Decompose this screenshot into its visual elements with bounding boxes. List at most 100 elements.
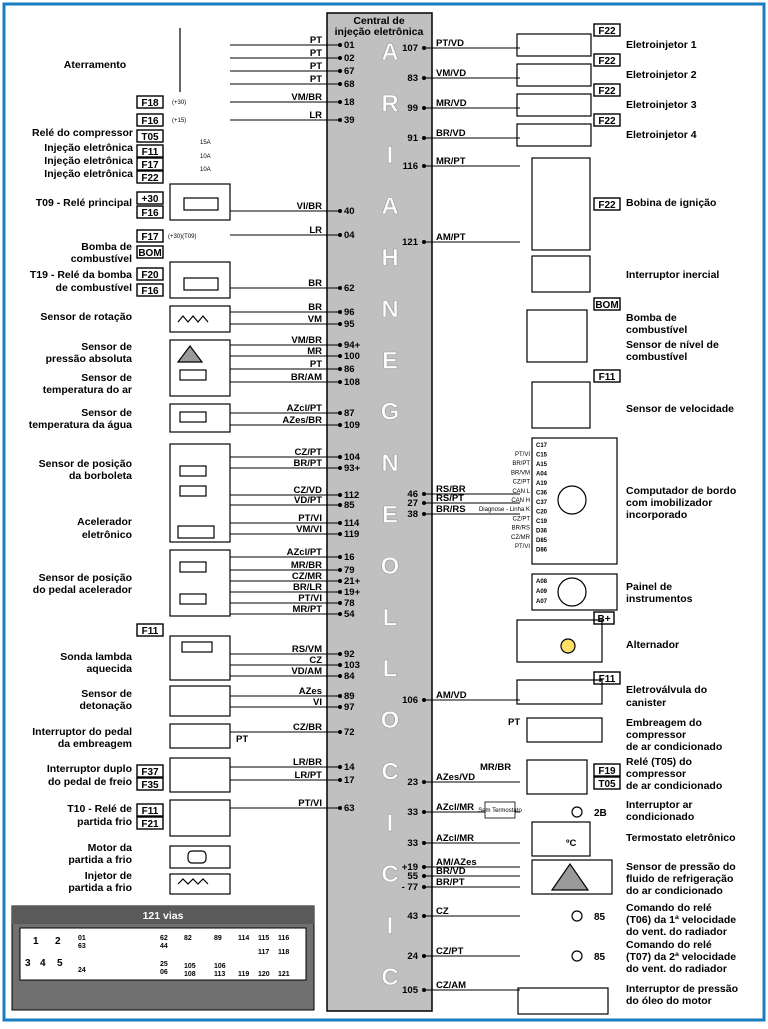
fuse-tag: [136, 803, 164, 817]
label-bomba-r-1: Bomba de: [626, 312, 677, 324]
wire-color: AZes: [299, 686, 322, 697]
pin-number: 87: [344, 408, 355, 419]
pin-number: 92: [344, 649, 355, 660]
sensor-pedal: [169, 549, 231, 617]
pin-number: 108: [344, 377, 360, 388]
connector-pin: 2: [55, 936, 61, 947]
relay-t05-box: [526, 759, 588, 795]
label-computador-3: incorporado: [626, 509, 687, 521]
computer-wire: CZ/PT: [513, 480, 531, 486]
band-letter: A: [381, 39, 398, 66]
pin-number: 55: [407, 871, 418, 882]
connector-row-number: 120: [258, 971, 270, 978]
wire-node: [422, 136, 426, 140]
wire-color: AZcl/MR: [436, 802, 474, 813]
label-motor-2: partida a frio: [68, 854, 132, 866]
label-t07-1: Comando do relé: [626, 939, 712, 951]
fuse-tags: F18F16T05F11F17F22+30F16F17BOMF20F16F11F…: [136, 23, 621, 963]
injetor-coil-icon: [177, 878, 209, 885]
label-embr-comp-1: Embreagem do: [626, 717, 702, 729]
fuse-tag: [593, 53, 621, 67]
wire-color: MR/BR: [291, 560, 322, 571]
wire-color: CZ/VD: [294, 485, 323, 496]
label-eletroinjetor-4: Eletroinjetor 4: [626, 129, 697, 141]
computer-pins: C17C15A15A04A19C36C37C20C19D36D85D86PT/V…: [479, 443, 548, 605]
label-acelerador-2: eletrônico: [82, 529, 132, 541]
wire-node: [338, 423, 342, 427]
ignition-coil-box: [531, 157, 591, 251]
label-nivel-1: Sensor de nível de: [626, 339, 719, 351]
label-t07-2: (T07) da 2ª velocidade: [626, 951, 736, 963]
wire-node: [422, 106, 426, 110]
wire-node: [338, 118, 342, 122]
wire-node: [338, 100, 342, 104]
wire-node: [422, 501, 426, 505]
pin-number: 72: [344, 727, 355, 738]
fuse-tag: [136, 764, 164, 778]
label-pressao-2: pressão absoluta: [46, 353, 133, 365]
band-letter: O: [381, 553, 400, 580]
pin-number: 67: [344, 66, 355, 77]
wire-color: BR/VD: [436, 128, 466, 139]
label-termostato: Termostato eletrônico: [626, 832, 736, 844]
fuse-label: F37: [141, 767, 159, 778]
fuse-label: F11: [599, 674, 616, 685]
pin-number: 85: [344, 500, 355, 511]
interruptor-freio: [169, 757, 231, 793]
wire-color: LR: [309, 110, 322, 121]
label-painel-2: instrumentos: [626, 593, 693, 605]
connector-row-number: 63: [78, 943, 86, 950]
wire-node: [338, 579, 342, 583]
label-pressao-fluido-2: fluido de refrigeração: [626, 873, 733, 885]
injector-3-box: [516, 93, 592, 117]
pin-number: 33: [407, 807, 418, 818]
wire-node: [422, 865, 426, 869]
wire-color: CZ/PT: [436, 946, 464, 957]
pin-number: 119: [344, 529, 359, 540]
fuse-label: B+: [597, 614, 610, 625]
fuse-label: F22: [598, 26, 616, 37]
label-alternador: Alternador: [626, 639, 679, 651]
ac-switch-conn: [571, 806, 583, 818]
label-t06-1: Comando do relé: [626, 902, 712, 914]
temp-ar-resistor: [179, 369, 207, 381]
pin-number: 96: [344, 307, 355, 318]
wire-color: AZcl/PT: [287, 547, 323, 558]
connector-row-number: 01: [78, 935, 86, 942]
label-bomba-r-2: combustível: [626, 324, 687, 336]
ac-pressure-box: [531, 859, 613, 895]
band-letter: C: [381, 758, 398, 785]
pin-number: 121: [402, 237, 419, 248]
label-injetor-1: Injetor de: [85, 870, 132, 882]
band-letter: H: [381, 245, 398, 272]
computer-pin: C36: [536, 491, 548, 497]
oil-pressure-box: [517, 987, 609, 1015]
band-letter: I: [387, 913, 394, 940]
wire-node: [338, 466, 342, 470]
fuse-tag: [136, 157, 164, 171]
fuse-tag: [593, 776, 621, 790]
wire-color: BR/RS: [436, 504, 466, 515]
fuse-label: F35: [141, 780, 159, 791]
wire-node: [422, 164, 426, 168]
connector-row-number: 106: [214, 963, 226, 970]
relay-t19: [169, 261, 231, 299]
label-rele-t05-2: compressor: [626, 768, 686, 780]
fuse-tag: [593, 763, 621, 777]
wire-node: [422, 988, 426, 992]
wire-node: [338, 705, 342, 709]
injector-1-box: [516, 33, 592, 57]
panel-pin: A08: [536, 579, 548, 585]
pin-number: 83: [407, 73, 418, 84]
label-oleo-1: Interruptor de pressão: [626, 983, 738, 995]
conn-label: 85: [594, 952, 606, 963]
computer-wire: CZ/PT: [513, 516, 531, 522]
pin-number: 107: [402, 43, 418, 54]
label-motor-1: Motor da: [88, 842, 132, 854]
connector-pin: 5: [57, 958, 63, 969]
fuse-label: F20: [141, 270, 159, 281]
fuse-label: F16: [141, 116, 159, 127]
band-letter: I: [387, 142, 394, 169]
wire-node: [338, 233, 342, 237]
